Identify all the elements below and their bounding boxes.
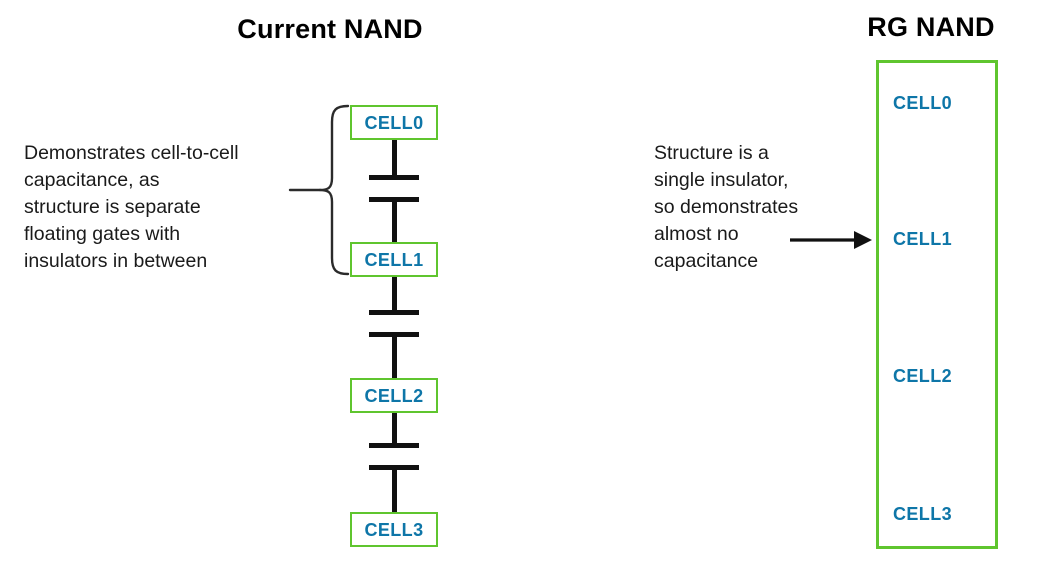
cell-label-cell1: CELL1 — [364, 249, 424, 270]
capacitor-plate-upper-1 — [369, 310, 419, 315]
capacitor-plate-lower-1 — [369, 332, 419, 337]
capacitor-plate-upper-2 — [369, 443, 419, 448]
cell-box-cell0[interactable]: CELL0 — [350, 105, 438, 140]
rg-cell-label-cell0: CELL0 — [893, 93, 953, 113]
current-nand-annotation: Demonstrates cell-to-cell capacitance, a… — [24, 142, 239, 272]
rg-cell-label-cell2: CELL2 — [893, 366, 953, 386]
rg-nand-block[interactable] — [876, 60, 998, 549]
capacitance-bracket — [288, 104, 350, 276]
cell-box-cell3[interactable]: CELL3 — [350, 512, 438, 547]
capacitor-plate-lower-0 — [369, 197, 419, 202]
current-nand-title: Current NAND — [237, 14, 423, 44]
rg-cell-label-cell1: CELL1 — [893, 229, 953, 249]
rg-nand-title: RG NAND — [867, 12, 995, 42]
wire-plate-to-cell2 — [391, 336, 397, 379]
rg-cell-label-cell3: CELL3 — [893, 504, 953, 524]
cell-box-cell2[interactable]: CELL2 — [350, 378, 438, 413]
cell-label-cell3: CELL3 — [364, 519, 424, 540]
wire-cell2-to-plate — [391, 413, 397, 444]
wire-plate-to-cell1 — [391, 201, 397, 243]
current-nand-cell-chain: CELL0 CELL1 CELL2 CELL3 — [350, 105, 438, 547]
cell-label-cell2: CELL2 — [364, 385, 424, 406]
capacitor-plate-upper-0 — [369, 175, 419, 180]
wire-cell0-to-plate — [391, 140, 397, 176]
cell-label-cell0: CELL0 — [364, 112, 424, 133]
capacitor-plate-lower-2 — [369, 465, 419, 470]
wire-cell1-to-plate — [391, 277, 397, 311]
rg-nand-annotation: Structure is a single insulator, so demo… — [654, 142, 799, 272]
comparison-arrow-icon — [790, 231, 872, 249]
wire-plate-to-cell3 — [391, 469, 397, 514]
cell-box-cell1[interactable]: CELL1 — [350, 242, 438, 277]
